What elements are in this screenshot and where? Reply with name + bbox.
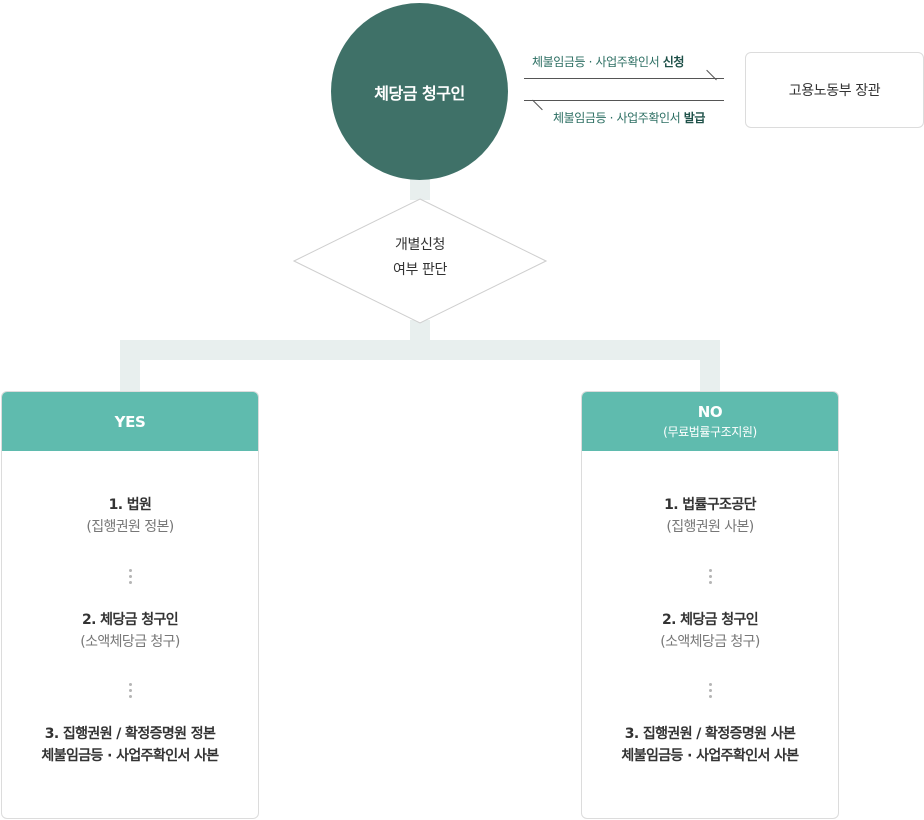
no-item-3: 3. 집행권원 / 확정증명원 사본 체불임금등 · 사업주확인서 사본 — [582, 723, 838, 767]
yes-header: YES — [2, 392, 258, 451]
ministry-label: 고용노동부 장관 — [788, 83, 881, 99]
yes-item-3-main2: 체불임금등 · 사업주확인서 사본 — [41, 748, 219, 764]
yes-item-3-main: 3. 집행권원 / 확정증명원 정본 — [44, 726, 216, 742]
yes-item-2-main: 2. 체당금 청구인 — [81, 612, 179, 628]
yes-item-2-sub: (소액체당금 청구) — [80, 634, 180, 650]
no-subtitle: (무료법률구조지원) — [663, 425, 757, 439]
yes-item-1-sub: (집행권원 정본) — [86, 519, 174, 535]
decision-line2: 여부 판단 — [393, 262, 447, 278]
issue-text: 체불임금등 · 사업주확인서 — [553, 111, 684, 125]
no-dots-1 — [582, 567, 838, 585]
request-arrow-line — [524, 78, 724, 79]
connector-left-down — [120, 340, 140, 392]
claimant-circle: 체당금 청구인 — [331, 3, 508, 180]
claimant-label: 체당금 청구인 — [374, 83, 465, 103]
connector-right-down — [700, 340, 720, 392]
no-box: NO (무료법률구조지원) 1. 법률구조공단 (집행권원 사본) 2. 체당금… — [581, 391, 839, 819]
no-item-1-sub: (집행권원 사본) — [666, 519, 754, 535]
yes-item-1-main: 1. 법원 — [108, 497, 152, 513]
no-item-3-main: 3. 집행권원 / 확정증명원 사본 — [624, 726, 796, 742]
decision-text: 개별신청 여부 판단 — [295, 233, 545, 283]
yes-title: YES — [114, 412, 146, 431]
issue-arrow-label: 체불임금등 · 사업주확인서 발급 — [553, 109, 705, 126]
connector-diamond-down — [410, 320, 430, 344]
no-dots-2 — [582, 681, 838, 699]
decision-line1: 개별신청 — [395, 237, 445, 253]
no-header: NO (무료법률구조지원) — [582, 392, 838, 451]
decision-diamond — [293, 198, 547, 324]
ministry-box: 고용노동부 장관 — [745, 52, 924, 128]
request-arrow-label: 체불임금등 · 사업주확인서 신청 — [532, 53, 684, 70]
connector-circle-to-diamond — [410, 178, 430, 200]
issue-arrow-line — [524, 100, 724, 101]
issue-bold: 발급 — [683, 111, 706, 125]
yes-item-1: 1. 법원 (집행권원 정본) — [2, 494, 258, 538]
connector-horizontal — [120, 340, 720, 360]
yes-dots-1 — [2, 567, 258, 585]
no-item-2-sub: (소액체당금 청구) — [660, 634, 760, 650]
no-item-2-main: 2. 체당금 청구인 — [661, 612, 759, 628]
yes-box: YES 1. 법원 (집행권원 정본) 2. 체당금 청구인 (소액체당금 청구… — [1, 391, 259, 819]
no-item-1-main: 1. 법률구조공단 — [664, 497, 756, 513]
yes-item-3: 3. 집행권원 / 확정증명원 정본 체불임금등 · 사업주확인서 사본 — [2, 723, 258, 767]
request-text: 체불임금등 · 사업주확인서 — [532, 55, 663, 69]
no-item-3-main2: 체불임금등 · 사업주확인서 사본 — [621, 748, 799, 764]
request-bold: 신청 — [662, 55, 685, 69]
yes-item-2: 2. 체당금 청구인 (소액체당금 청구) — [2, 609, 258, 653]
yes-dots-2 — [2, 681, 258, 699]
no-title: NO — [697, 403, 723, 421]
no-item-1: 1. 법률구조공단 (집행권원 사본) — [582, 494, 838, 538]
no-item-2: 2. 체당금 청구인 (소액체당금 청구) — [582, 609, 838, 653]
issue-arrow-head — [532, 99, 543, 111]
